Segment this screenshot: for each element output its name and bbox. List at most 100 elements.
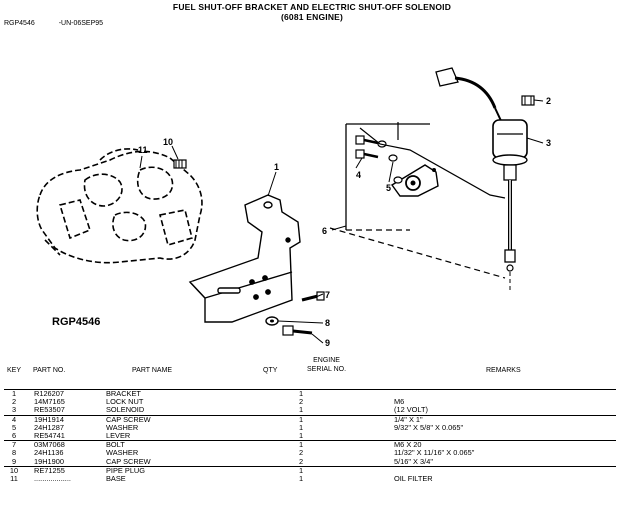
row-part-no: R126207 bbox=[24, 389, 106, 399]
row-key: 5 bbox=[11, 422, 17, 432]
row-serial bbox=[326, 432, 394, 441]
row-part-name: CAP SCREW bbox=[106, 456, 151, 466]
callout-10: 10 bbox=[163, 137, 173, 147]
row-serial bbox=[326, 406, 394, 415]
callout-5: 5 bbox=[386, 183, 391, 193]
row-part-no: .................. bbox=[34, 474, 71, 484]
row-serial bbox=[326, 440, 394, 450]
row-remarks: OIL FILTER bbox=[394, 474, 433, 484]
row-key: 6 bbox=[11, 431, 17, 441]
row-part-no: RE71255 bbox=[24, 465, 106, 476]
row-qty: 1 bbox=[276, 414, 326, 424]
row-serial bbox=[326, 398, 394, 406]
row-part-name: LEVER bbox=[106, 431, 131, 441]
row-key: 8 bbox=[11, 448, 17, 458]
row-part-name: LOCK NUT bbox=[106, 397, 144, 407]
table-row: 9 19H1900 CAP SCREW 2 5/16" X 3/4" bbox=[4, 456, 616, 467]
callout-6: 6 bbox=[322, 226, 327, 236]
col-header-key: KEY bbox=[7, 367, 22, 374]
row-key: 10 bbox=[4, 465, 24, 476]
row-serial bbox=[326, 465, 394, 476]
row-qty: 1 bbox=[276, 389, 326, 399]
row-remarks: (12 VOLT) bbox=[394, 405, 428, 415]
callout-1: 1 bbox=[274, 162, 279, 172]
row-serial bbox=[326, 389, 394, 399]
row-remarks bbox=[394, 389, 616, 399]
figure-reference: RGP4546 -UN-06SEP95 bbox=[4, 20, 125, 27]
col-header-remarks: REMARKS bbox=[486, 367, 521, 374]
row-qty: 2 bbox=[298, 397, 304, 407]
row-serial bbox=[326, 458, 394, 467]
table-row: 8 24H1136 WASHER 2 11/32" X 11/16" X 0.065" bbox=[4, 449, 616, 457]
row-remarks: M6 X 20 bbox=[394, 440, 616, 450]
callout-3: 3 bbox=[546, 138, 551, 148]
row-remarks: 1/4" X 1" bbox=[394, 414, 616, 424]
row-part-no: 03M7068 bbox=[24, 440, 106, 450]
row-part-name: CAP SCREW bbox=[106, 414, 276, 424]
row-part-name: PIPE PLUG bbox=[106, 465, 276, 476]
row-part-no: 19H1900 bbox=[34, 456, 64, 466]
row-remarks bbox=[394, 465, 616, 476]
row-part-name: WASHER bbox=[106, 448, 139, 458]
row-qty: 1 bbox=[276, 465, 326, 476]
row-part-name: BRACKET bbox=[106, 389, 276, 399]
row-qty: 1 bbox=[298, 431, 304, 441]
page-title: FUEL SHUT-OFF BRACKET AND ELECTRIC SHUT-… bbox=[0, 2, 624, 22]
row-remarks: 11/32" X 11/16" X 0.065" bbox=[394, 448, 475, 458]
callout-leaders bbox=[139, 99, 544, 344]
row-qty: 1 bbox=[298, 422, 304, 432]
exploded-parts-diagram: 1 2 3 4 5 6 7 8 9 10 11 RGP4546 bbox=[36, 67, 551, 348]
table-row: 11.................. BASE 1 OIL FILTER bbox=[4, 474, 616, 484]
bracket-part bbox=[188, 194, 301, 323]
row-qty: 2 bbox=[298, 448, 304, 458]
row-qty: 2 bbox=[298, 456, 304, 466]
row-part-no: 24H1136 bbox=[34, 448, 64, 458]
row-part-no: 24H1287 bbox=[34, 422, 64, 432]
row-key: 3 bbox=[11, 405, 17, 415]
callout-labels: 1 2 3 4 5 6 7 8 9 10 11 bbox=[138, 96, 551, 348]
table-row: 5 24H1287 WASHER 1 9/32" X 5/8" X 0.065" bbox=[4, 422, 616, 432]
row-part-name: SOLENOID bbox=[106, 405, 145, 415]
callout-11: 11 bbox=[138, 145, 148, 155]
col-header-part-no: PART NO. bbox=[33, 367, 66, 374]
lever-part bbox=[390, 164, 439, 197]
row-remarks: 5/16" X 3/4" bbox=[394, 456, 433, 466]
row-serial bbox=[326, 424, 394, 432]
row-serial bbox=[326, 414, 394, 424]
row-key: 11 bbox=[10, 474, 18, 484]
row-key: 4 bbox=[4, 414, 24, 424]
solenoid-part bbox=[435, 67, 528, 290]
callout-2: 2 bbox=[546, 96, 551, 106]
callout-7: 7 bbox=[325, 290, 330, 300]
washer-part bbox=[265, 316, 279, 326]
row-part-name: BOLT bbox=[106, 440, 276, 450]
col-header-qty: QTY bbox=[263, 367, 278, 374]
row-part-no: RE53507 bbox=[34, 405, 65, 415]
row-qty: 1 bbox=[298, 474, 304, 484]
row-remarks: M6 bbox=[394, 397, 405, 407]
figure-ref-code: -UN-06SEP95 bbox=[58, 20, 104, 27]
row-part-no: 19H1914 bbox=[24, 414, 106, 424]
row-key: 7 bbox=[4, 440, 24, 450]
row-part-name: BASE bbox=[106, 474, 126, 484]
row-key: 2 bbox=[11, 397, 17, 407]
oil-filter-base-outline bbox=[36, 148, 203, 264]
row-remarks bbox=[394, 432, 616, 441]
title-line-1: FUEL SHUT-OFF BRACKET AND ELECTRIC SHUT-… bbox=[172, 2, 452, 12]
assembly-leader-lines bbox=[329, 122, 506, 279]
col-header-serial: ENGINE SERIAL NO. bbox=[307, 357, 347, 373]
inset-frame bbox=[345, 123, 430, 231]
callout-8: 8 bbox=[325, 318, 330, 328]
inset-fasteners bbox=[355, 135, 403, 184]
row-remarks: 9/32" X 5/8" X 0.065" bbox=[394, 422, 464, 432]
callout-4: 4 bbox=[356, 170, 361, 180]
row-part-name: WASHER bbox=[106, 422, 139, 432]
row-key: 9 bbox=[11, 456, 17, 466]
lock-nut-part bbox=[521, 95, 535, 106]
